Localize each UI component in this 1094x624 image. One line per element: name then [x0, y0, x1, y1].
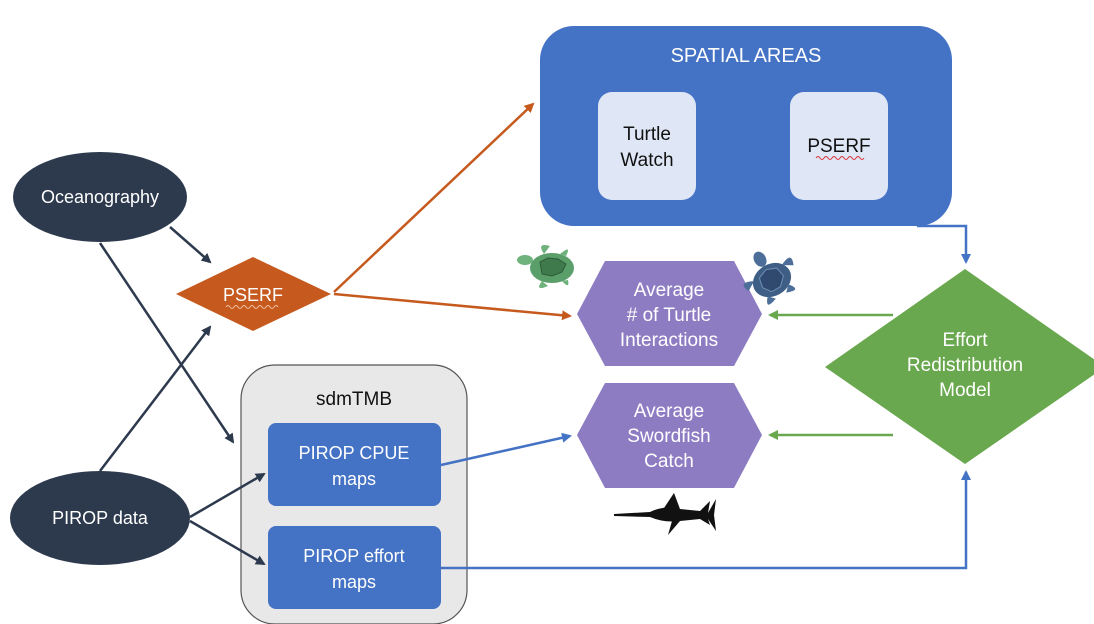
arrow-pserf-to-spatial-areas	[333, 102, 535, 293]
turtle-interactions-node	[577, 261, 762, 366]
pirop-effort-label-2: maps	[332, 572, 376, 592]
turtle-interactions-label-2: # of Turtle	[627, 305, 712, 326]
pserf-diamond-label: PSERF	[223, 285, 283, 305]
turtle-watch-box	[598, 92, 696, 200]
pirop-effort-maps-box	[268, 526, 441, 609]
pirop-cpue-label-1: PIROP CPUE	[299, 443, 410, 463]
turtle-watch-label-2: Watch	[620, 150, 673, 171]
arrow-pirop-data-to-cpue	[189, 472, 266, 519]
arrow-pserf-to-turtle-interactions	[333, 292, 572, 321]
arrow-pirop-data-to-effort	[189, 519, 266, 566]
swordfish-icon	[614, 493, 716, 535]
oceanography-label: Oceanography	[41, 187, 159, 207]
effort-model-label-3: Model	[939, 380, 991, 401]
arrow-oceanography-to-pserf	[169, 226, 212, 264]
green-sea-turtle-icon	[517, 245, 574, 289]
turtle-interactions-label-3: Interactions	[620, 330, 718, 351]
pserf-diamond-node	[176, 257, 331, 331]
arrow-spatial-areas-to-model	[917, 224, 971, 264]
pserf-diamond-spellcheck-underline	[225, 305, 279, 309]
arrow-pirop-data-to-pserf	[99, 325, 212, 472]
oceanography-node	[13, 152, 187, 242]
turtle-watch-label-1: Turtle	[623, 124, 671, 145]
effort-redistribution-model-node	[825, 269, 1094, 464]
swordfish-catch-label-2: Swordfish	[627, 426, 710, 447]
sdmtmb-title: sdmTMB	[316, 389, 392, 410]
arrow-effort-to-model	[441, 470, 971, 570]
pirop-cpue-maps-box	[268, 423, 441, 506]
turtle-interactions-label-1: Average	[634, 280, 704, 301]
pirop-data-node	[10, 471, 190, 565]
pserf-area-box	[790, 92, 888, 200]
swordfish-catch-label-3: Catch	[644, 451, 694, 472]
pserf-area-label: PSERF	[807, 136, 870, 157]
arrow-cpue-to-swordfish-catch	[440, 432, 572, 467]
swordfish-catch-label-1: Average	[634, 401, 704, 422]
effort-model-label-2: Redistribution	[907, 355, 1023, 376]
pserf-area-spellcheck-underline	[815, 156, 865, 160]
spatial-areas-title: SPATIAL AREAS	[671, 45, 822, 67]
blue-sea-turtle-icon	[743, 251, 796, 305]
effort-model-label-1: Effort	[942, 330, 988, 351]
swordfish-catch-node	[577, 383, 762, 488]
arrow-oceanography-to-sdmtmb	[98, 242, 235, 444]
pirop-cpue-label-2: maps	[332, 469, 376, 489]
pirop-data-label: PIROP data	[52, 508, 149, 528]
pirop-effort-label-1: PIROP effort	[303, 546, 404, 566]
